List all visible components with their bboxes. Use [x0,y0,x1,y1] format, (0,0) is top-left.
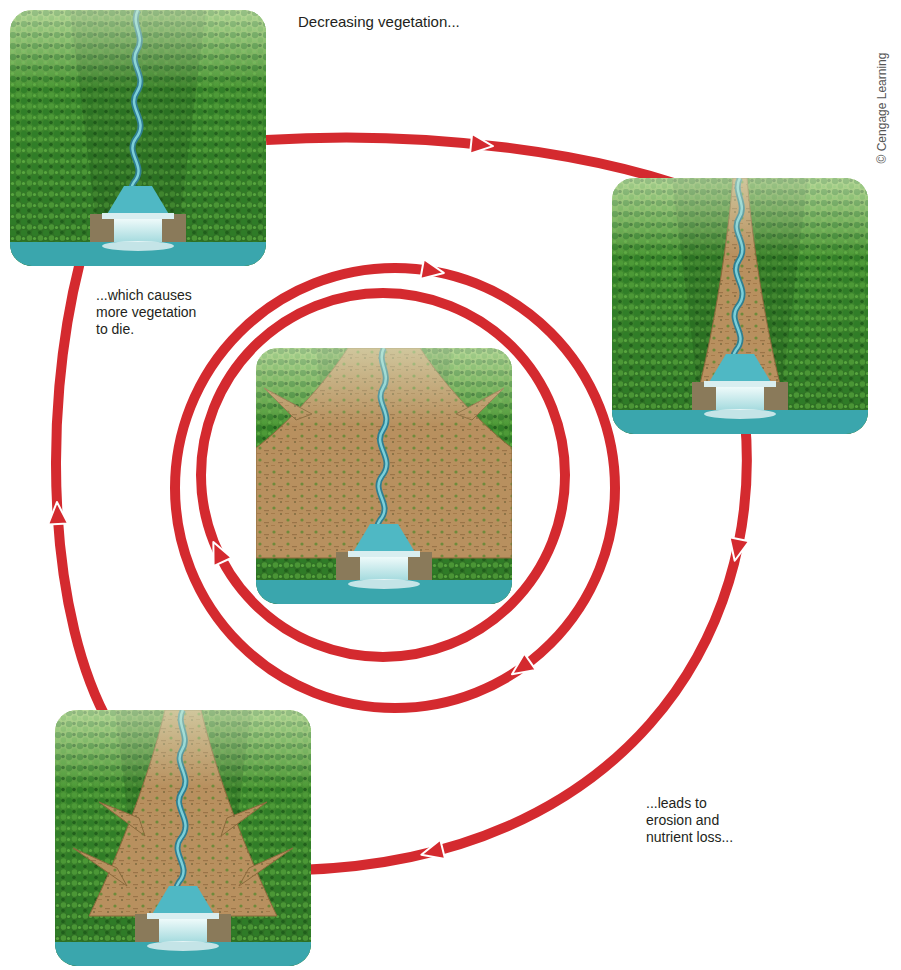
arrowhead [420,259,445,283]
forest-scene [55,710,311,966]
arrowhead [419,840,445,865]
forest-scene [10,10,266,266]
arrowhead [204,538,231,566]
loop-ring [201,293,565,657]
arrowhead [506,653,535,682]
arrowhead [47,501,68,524]
forest-scene [256,348,512,604]
loop-caption: ...leads to erosion and nutrient loss... [646,795,741,846]
loop-ring [175,268,615,708]
loop-caption: Decreasing vegetation... [298,13,460,31]
arrowhead [470,134,494,156]
credit-line: © Cengage Learning [875,53,890,164]
arrowhead [725,537,749,563]
forest-scene [612,178,868,434]
loop-caption: ...which causes more vegetation to die. [96,287,204,338]
